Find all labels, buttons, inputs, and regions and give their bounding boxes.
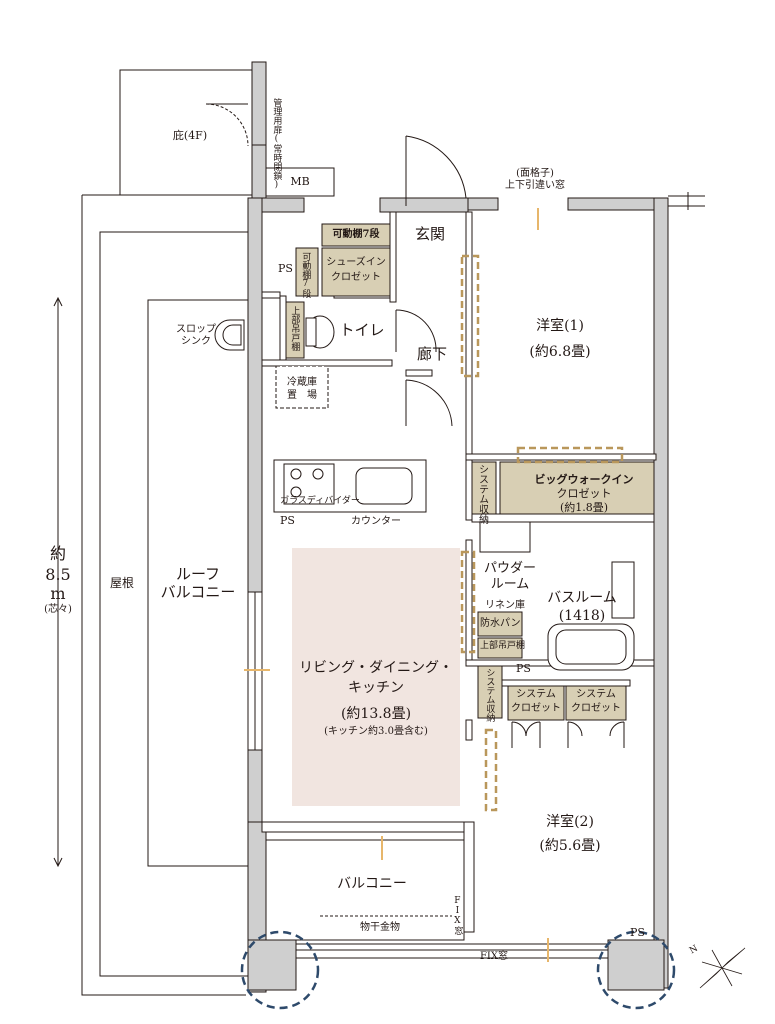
mb-label: MB bbox=[290, 175, 310, 188]
fridge-space bbox=[275, 365, 329, 409]
ldk-floor bbox=[292, 548, 460, 806]
ps-label-4: PS bbox=[630, 926, 645, 939]
upper-cupboard-vertical-label: 上部吊戸棚 bbox=[289, 306, 300, 351]
ps-label-2: PS bbox=[280, 514, 295, 527]
linen-label: リネン庫 bbox=[485, 600, 525, 611]
western2-name: 洋室(2) bbox=[546, 814, 594, 830]
ldk-label-2: キッチン bbox=[348, 680, 404, 696]
fix-window-vertical-label: FIX窓 bbox=[452, 896, 463, 935]
upper-cupboard-label: 上部吊戸棚 bbox=[480, 641, 526, 651]
balcony-label: バルコニー bbox=[337, 876, 407, 892]
glass-divider-label: ガラスディバイダー bbox=[280, 496, 360, 506]
system-storage-vertical-label-2: システム収納 bbox=[484, 668, 495, 722]
system-closet-label-2b: クロゼット bbox=[571, 703, 621, 714]
walkin-label-2: クロゼット bbox=[556, 487, 612, 500]
corner-circles bbox=[240, 930, 676, 1010]
ridge-label: 庇(4F) bbox=[172, 129, 208, 142]
fridge-label-2: 置 場 bbox=[287, 390, 317, 401]
shelf7-vertical-label: 可動棚7段 bbox=[300, 252, 311, 298]
window-accents bbox=[244, 208, 549, 962]
roof-label: 屋根 bbox=[109, 576, 135, 590]
ldk-label-1: リビング・ダイニング・ bbox=[299, 660, 453, 676]
hallway-door bbox=[395, 309, 453, 427]
slop-sink bbox=[214, 319, 245, 351]
powder-sink bbox=[479, 521, 531, 553]
mb-box bbox=[265, 167, 335, 197]
ldk-label-4: (キッチン約3.0畳含む) bbox=[324, 726, 428, 737]
roof-balcony-label-2: バルコニー bbox=[160, 583, 236, 601]
closet-doors bbox=[511, 721, 625, 748]
slop-sink-label-1: スロップ bbox=[176, 324, 216, 335]
system-storage-vertical-label-1: システム収納 bbox=[476, 464, 488, 524]
bath-label-1: バスルーム bbox=[547, 590, 617, 606]
neighbor-wall bbox=[668, 192, 705, 210]
compass-rose bbox=[699, 947, 746, 989]
mgmt-door-label: 管理用扉(常時閉鎖) bbox=[271, 98, 282, 190]
roof-balcony-label-1: ルーフ bbox=[175, 565, 221, 583]
hallway-label: 廊下 bbox=[416, 345, 448, 363]
lattice-label: (面格子) bbox=[516, 168, 554, 179]
clothes-hanger-label: 物干金物 bbox=[360, 922, 400, 933]
western1-size: (約6.8畳) bbox=[529, 344, 591, 360]
western2-size: (約5.6畳) bbox=[539, 838, 601, 854]
balcony bbox=[265, 839, 465, 941]
dimension-label-2: 8.5 bbox=[45, 565, 71, 584]
bottom-window bbox=[296, 943, 608, 959]
kitchen bbox=[273, 459, 427, 513]
bath-fixture bbox=[547, 561, 635, 671]
shelf7-label: 可動棚7段 bbox=[332, 229, 380, 240]
entrance-door bbox=[405, 135, 467, 206]
slop-sink-label-2: シンク bbox=[181, 336, 211, 347]
shoe-closet-label-1: シューズイン bbox=[326, 257, 386, 268]
western1-name: 洋室(1) bbox=[536, 318, 584, 334]
system-closet-label-2a: システム bbox=[576, 689, 616, 700]
dimension-label-3: m bbox=[50, 584, 66, 603]
counter-label: カウンター bbox=[351, 516, 401, 527]
toilet-label: トイレ bbox=[339, 321, 385, 339]
ldk-label-3: (約13.8畳) bbox=[340, 706, 412, 722]
dimension-label-4: (芯々) bbox=[44, 604, 72, 615]
sliding-window-label: 上下引違い窓 bbox=[505, 180, 565, 191]
ridge-structure bbox=[205, 61, 267, 199]
walkin-label-1: ビッグウォークイン bbox=[534, 473, 634, 486]
bath-label-2: (1418) bbox=[558, 608, 606, 624]
powder-label-1: パウダー bbox=[483, 561, 537, 576]
powder-label-2: ルーム bbox=[490, 577, 530, 592]
ps-label-1: PS bbox=[278, 262, 293, 275]
system-closet-label-1b: クロゼット bbox=[511, 703, 561, 714]
waterproof-pan-label: 防水パン bbox=[480, 618, 521, 629]
toilet-fixture bbox=[305, 315, 335, 349]
dimension-label-1: 約 bbox=[49, 544, 67, 563]
fix-window-label: FIX窓 bbox=[479, 951, 509, 962]
roof-outline bbox=[81, 69, 252, 996]
walkin-label-3: (約1.8畳) bbox=[559, 501, 609, 514]
fridge-label-1: 冷蔵庫 bbox=[287, 377, 317, 388]
roof-balcony-outline bbox=[147, 299, 248, 867]
system-closet-label-1a: システム bbox=[516, 689, 556, 700]
dimension-line bbox=[53, 296, 63, 868]
ps-label-3: PS bbox=[516, 662, 531, 675]
shoe-closet-label-2: クロゼット bbox=[331, 272, 381, 283]
storage-fills bbox=[285, 223, 655, 721]
entrance-label: 玄関 bbox=[414, 225, 446, 243]
dashed-outlines bbox=[460, 254, 624, 812]
